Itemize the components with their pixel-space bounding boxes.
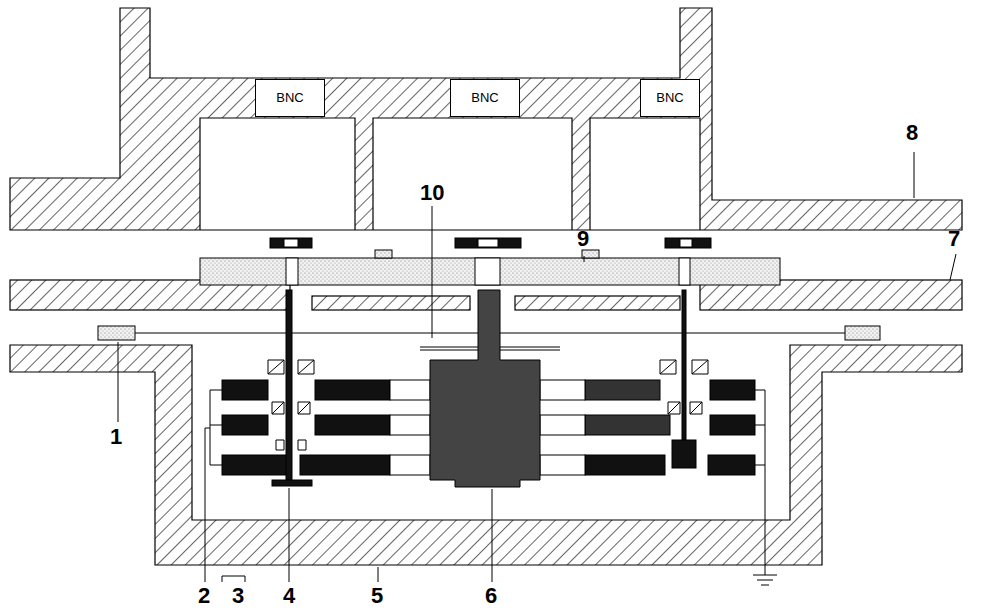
leader-line: [118, 152, 956, 582]
top-housing: [10, 8, 962, 230]
callout-number: 8: [906, 122, 918, 144]
connector-port: BNC: [450, 79, 520, 117]
port-label: BNC: [656, 91, 683, 105]
contact-rod: [272, 290, 696, 486]
callout-number: 4: [283, 585, 295, 607]
callout-number: 10: [420, 182, 444, 204]
callout-number: 6: [485, 585, 497, 607]
o-ring: [845, 326, 880, 340]
callout-number: 3: [232, 585, 244, 607]
connector-port: BNC: [640, 79, 700, 117]
o-ring: [98, 326, 135, 340]
port-label: BNC: [276, 91, 303, 105]
callout-number: 5: [371, 585, 383, 607]
callout-number: 1: [110, 426, 122, 448]
circuit-board: [200, 250, 780, 285]
central-electrode: [430, 290, 540, 487]
callout-number: 2: [198, 585, 210, 607]
port-label: BNC: [471, 91, 498, 105]
connector-port: BNC: [255, 79, 325, 117]
ground-wire: [210, 390, 777, 585]
callout-number: 7: [948, 228, 960, 250]
callout-number: 9: [577, 228, 589, 250]
socket-contact: [270, 238, 711, 248]
